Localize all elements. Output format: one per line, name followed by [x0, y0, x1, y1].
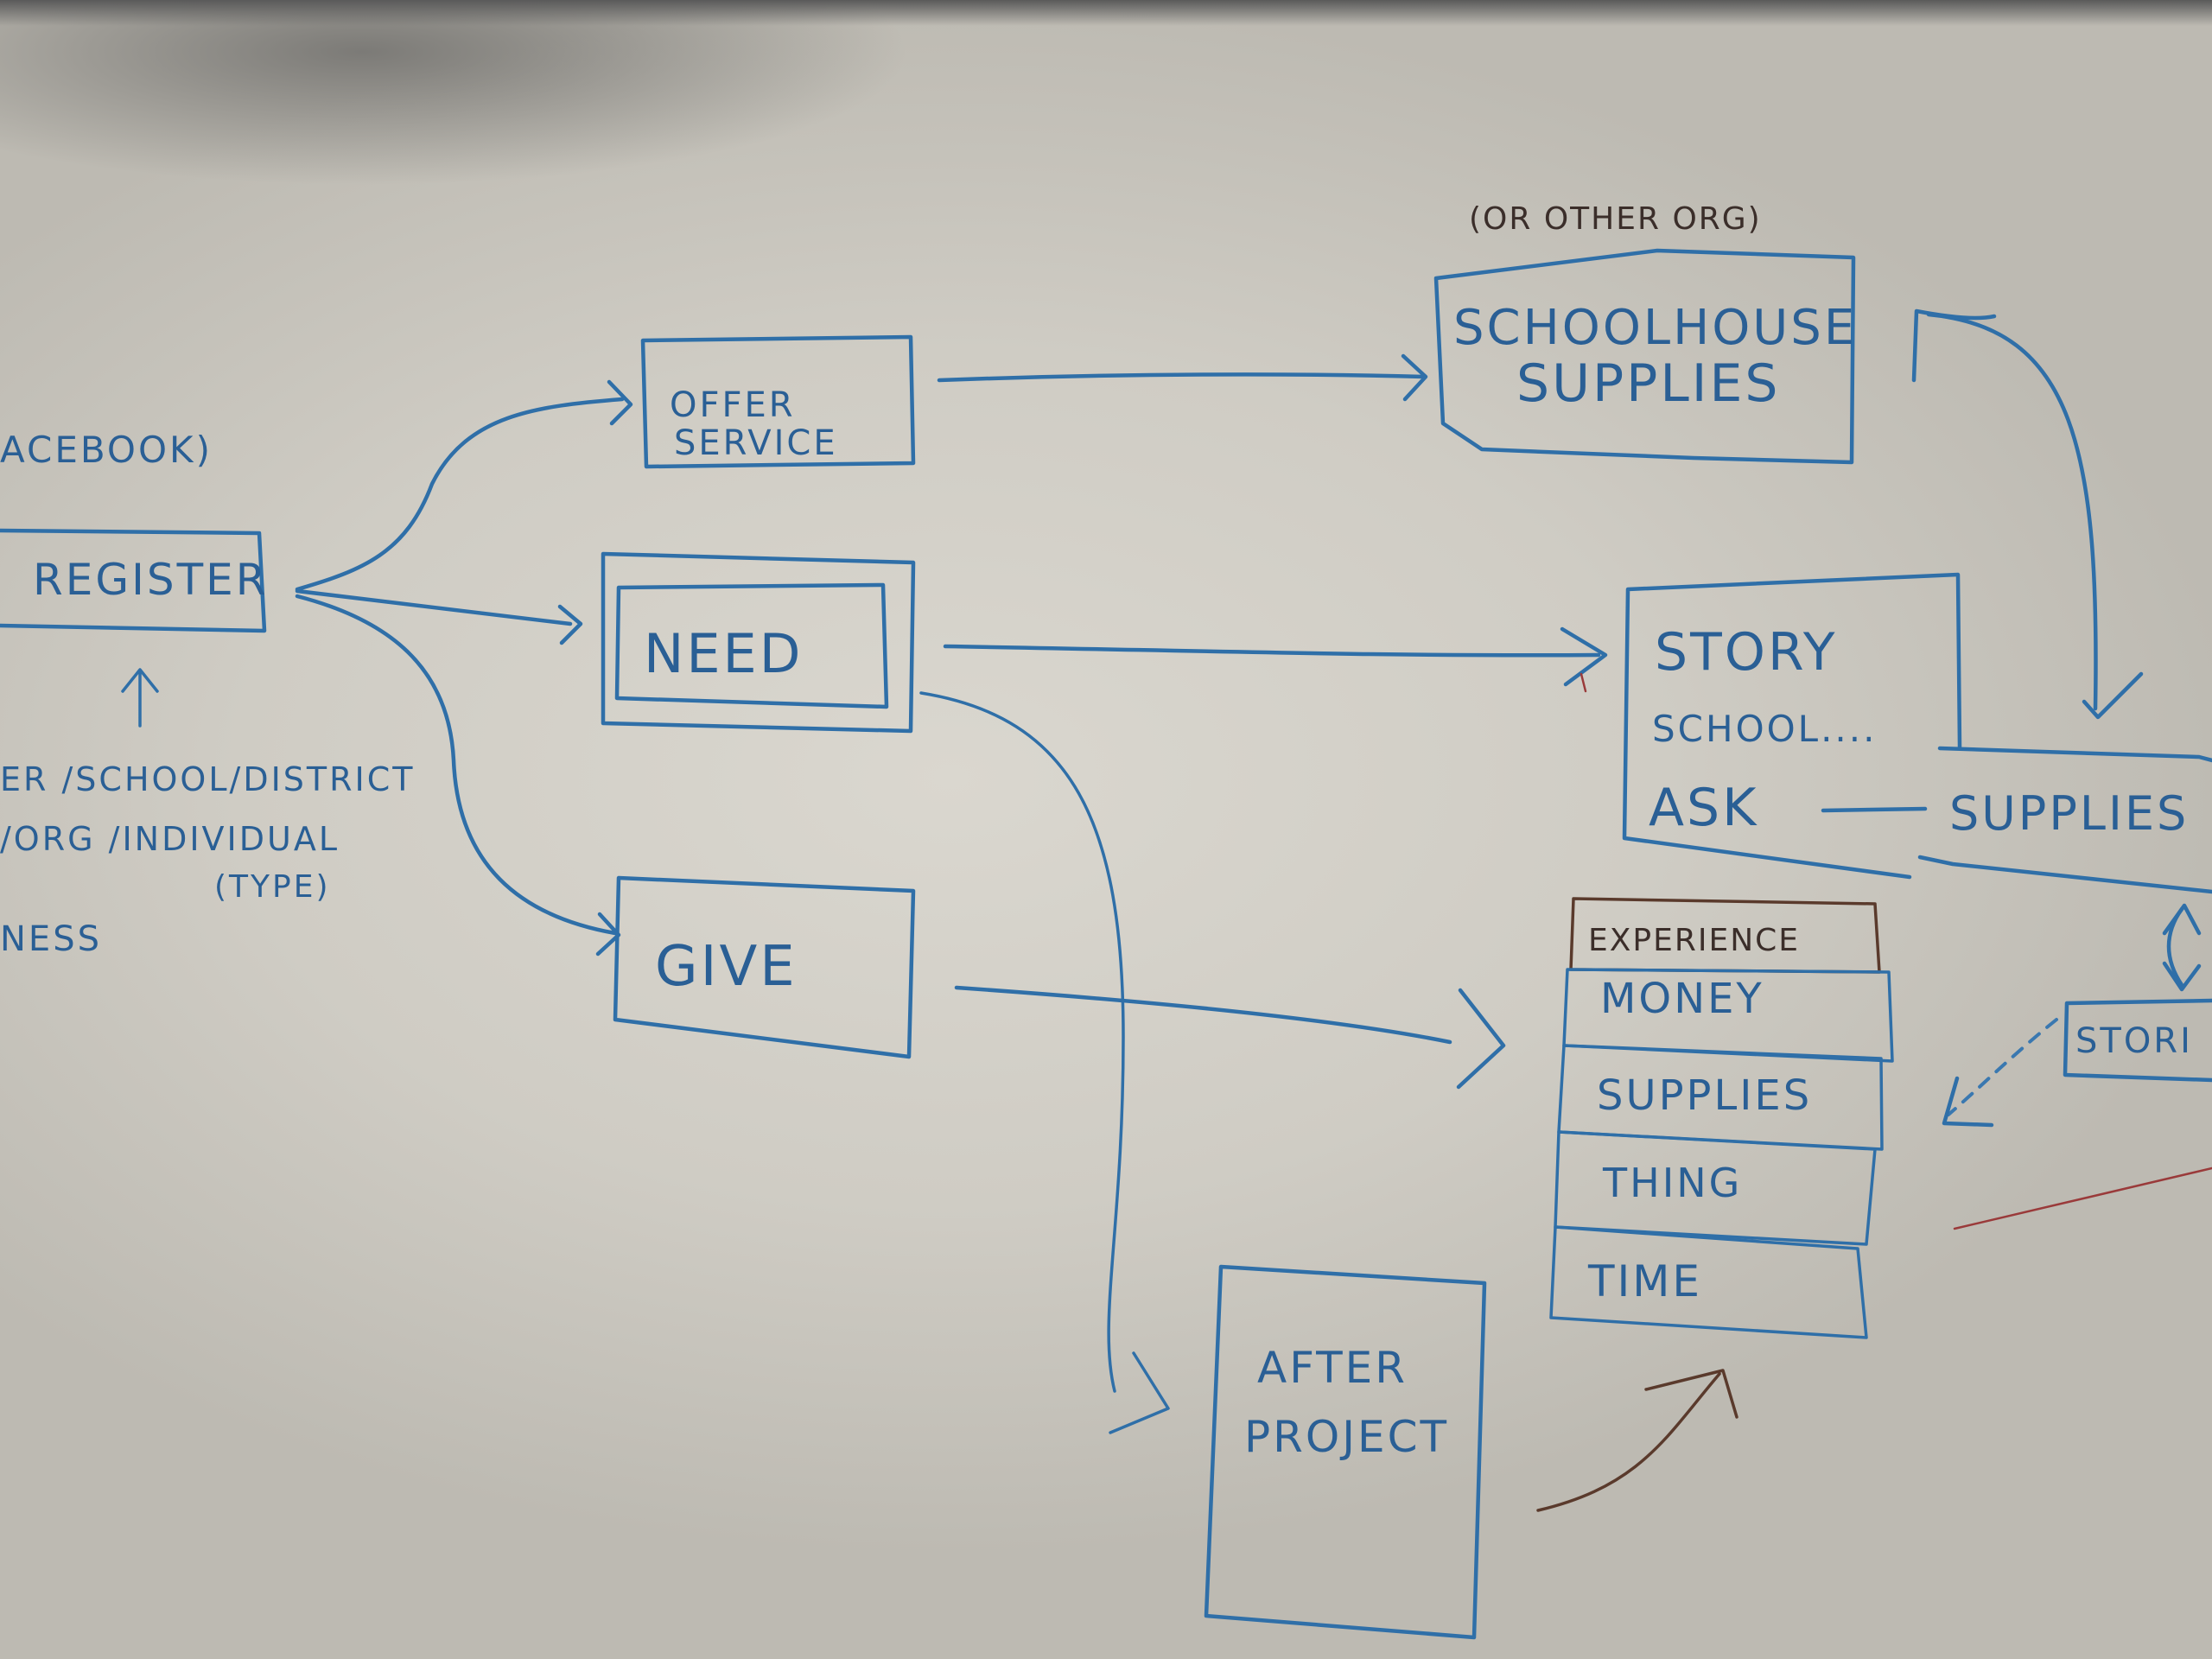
need-label: NEED	[644, 622, 803, 685]
supplies-type-label: SUPPLIES	[1597, 1071, 1812, 1120]
schoolhouse-label-1: SCHOOLHOUSE	[1453, 300, 1857, 356]
give-label: GIVE	[655, 935, 798, 999]
story-box	[1622, 572, 1962, 880]
register-types-line3: (TYPE)	[214, 869, 331, 905]
offer-service-label-1: OFFER	[670, 385, 796, 425]
story-label: STORY	[1655, 622, 1837, 683]
time-label: TIME	[1587, 1256, 1702, 1306]
arrow-register-to-need	[295, 588, 573, 626]
supplies-label: SUPPLIES	[1949, 786, 2189, 841]
need-box-outer	[601, 551, 916, 734]
top-shadow	[0, 0, 2212, 26]
arrow-after-to-types	[1536, 1372, 1721, 1512]
thing-label: THING	[1602, 1160, 1742, 1206]
arrow-need-to-after-project	[919, 691, 1125, 1393]
after-project-label-1: AFTER	[1257, 1343, 1408, 1393]
school-label: SCHOOL....	[1652, 708, 1878, 750]
register-types-line4: NESS	[0, 919, 102, 959]
arrow-need-to-story	[943, 644, 1601, 658]
after-project-box	[1204, 1264, 1487, 1640]
arrow-register-to-offer	[295, 397, 625, 592]
arrow-schoolhouse-supplies-loop	[1926, 312, 2098, 711]
arrow-give-to-types	[954, 985, 1452, 1045]
money-box	[1562, 968, 1894, 1063]
red-scratch	[1580, 672, 2212, 1230]
need-box-inner	[614, 582, 889, 709]
offer-service-label-2: SERVICE	[674, 423, 838, 463]
arrow-story-to-types-dashed	[1947, 1018, 2058, 1116]
offer-service-box	[640, 334, 916, 469]
arrow-offer-to-schoolhouse	[937, 372, 1427, 383]
ask-supplies-line	[1821, 806, 1928, 813]
time-box	[1549, 1225, 1868, 1339]
after-project-label-2: PROJECT	[1244, 1412, 1449, 1462]
experience-label: EXPERIENCE	[1588, 923, 1800, 958]
register-types-line2: /ORG /INDIVIDUAL	[0, 820, 340, 858]
supplies-box	[1917, 746, 2212, 894]
register-types-line1: ER /SCHOOL/DISTRICT	[0, 760, 415, 798]
supplies-type-box	[1557, 1044, 1884, 1151]
schoolhouse-label-2: SUPPLIES	[1516, 353, 1780, 414]
other-org-note: (OR OTHER ORG)	[1469, 201, 1762, 237]
facebook-note: ACEBOOK)	[0, 429, 213, 471]
register-label: REGISTER	[33, 555, 268, 605]
story-right-box	[2063, 998, 2212, 1083]
register-box	[0, 528, 267, 633]
thing-box	[1554, 1130, 1877, 1246]
schoolhouse-supplies-box	[1433, 248, 1856, 465]
arrow-register-to-give	[295, 594, 618, 936]
story-right-label: STORI	[2075, 1021, 2193, 1061]
give-box	[613, 875, 916, 1059]
money-label: MONEY	[1600, 975, 1764, 1023]
ask-label: ASK	[1649, 778, 1758, 838]
arrow-type-to-register	[121, 668, 159, 728]
